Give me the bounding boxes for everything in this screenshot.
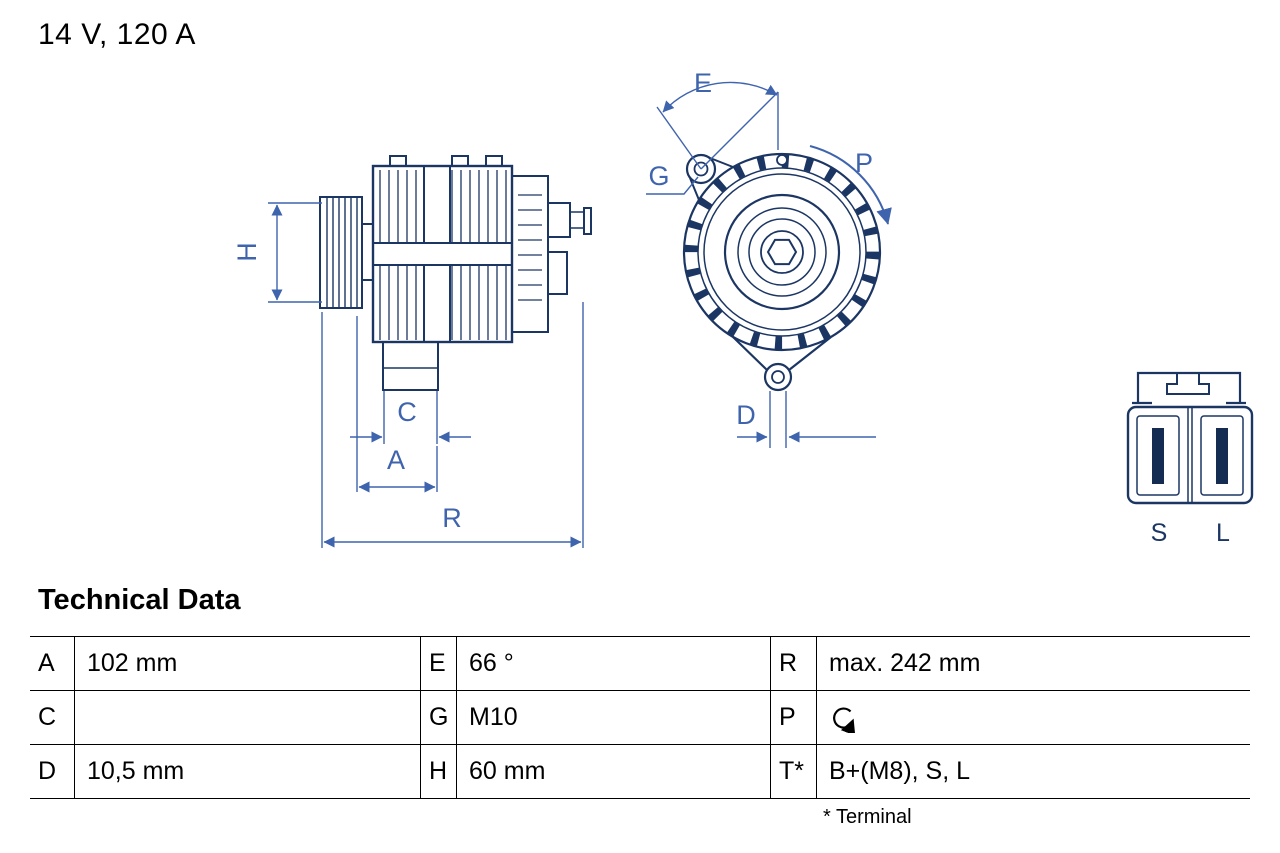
spec-label-c: C — [30, 691, 75, 745]
spec-label-d: D — [30, 745, 75, 799]
alternator-side-view — [319, 155, 592, 391]
technical-drawing: H C A R E G P D S L — [232, 68, 1254, 548]
spec-value-d: 10,5 mm — [75, 745, 420, 799]
spec-value-e: 66 ° — [457, 637, 770, 691]
spec-value-c — [75, 691, 420, 745]
terminal-pin-l — [1216, 428, 1228, 484]
dimension-lines — [268, 81, 892, 548]
vent-slot-ring — [684, 154, 880, 350]
spec-value-a: 102 mm — [75, 637, 420, 691]
shaft-nut — [766, 238, 798, 266]
spec-label-r: R — [770, 637, 817, 691]
connector-labels: S L — [1151, 519, 1230, 547]
spec-value-t: B+(M8), S, L — [817, 745, 1250, 799]
dimension-label-A: A — [387, 445, 405, 475]
dimension-label-H: H — [232, 242, 262, 262]
bottom-lug — [763, 362, 793, 392]
pulley-grooves — [326, 197, 358, 308]
dimension-label-E: E — [694, 68, 712, 98]
dimension-label-C: C — [397, 397, 417, 427]
spec-label-t: T* — [770, 745, 817, 799]
rotation-direction-icon — [833, 706, 856, 733]
spec-label-h: H — [420, 745, 457, 799]
section-heading: Technical Data — [38, 584, 241, 616]
connector-label-s: S — [1151, 519, 1168, 547]
spec-label-e: E — [420, 637, 457, 691]
connector-label-l: L — [1216, 519, 1230, 547]
spec-value-p — [817, 691, 1250, 745]
dimension-letter-labels: H C A R E G P D — [232, 68, 873, 533]
spec-value-h: 60 mm — [457, 745, 770, 799]
connector-plug — [1126, 371, 1254, 505]
rear-vent-slots — [518, 194, 542, 301]
page-title: 14 V, 120 A — [38, 18, 196, 51]
dimension-label-G: G — [648, 161, 669, 191]
connector-bracket-slot — [1166, 373, 1210, 395]
alternator-front-view — [682, 152, 882, 392]
terminal-pin-s — [1152, 428, 1164, 484]
spec-label-p: P — [770, 691, 817, 745]
dimension-label-P: P — [855, 148, 873, 178]
spec-label-g: G — [420, 691, 457, 745]
spec-label-a: A — [30, 637, 75, 691]
dimension-label-D: D — [736, 400, 756, 430]
spec-value-g: M10 — [457, 691, 770, 745]
technical-data-table: A 102 mm E 66 ° R max. 242 mm C G M10 P … — [30, 636, 1250, 799]
dimension-label-R: R — [442, 503, 462, 533]
terminal-footnote: * Terminal — [823, 806, 912, 828]
spec-value-r: max. 242 mm — [817, 637, 1250, 691]
